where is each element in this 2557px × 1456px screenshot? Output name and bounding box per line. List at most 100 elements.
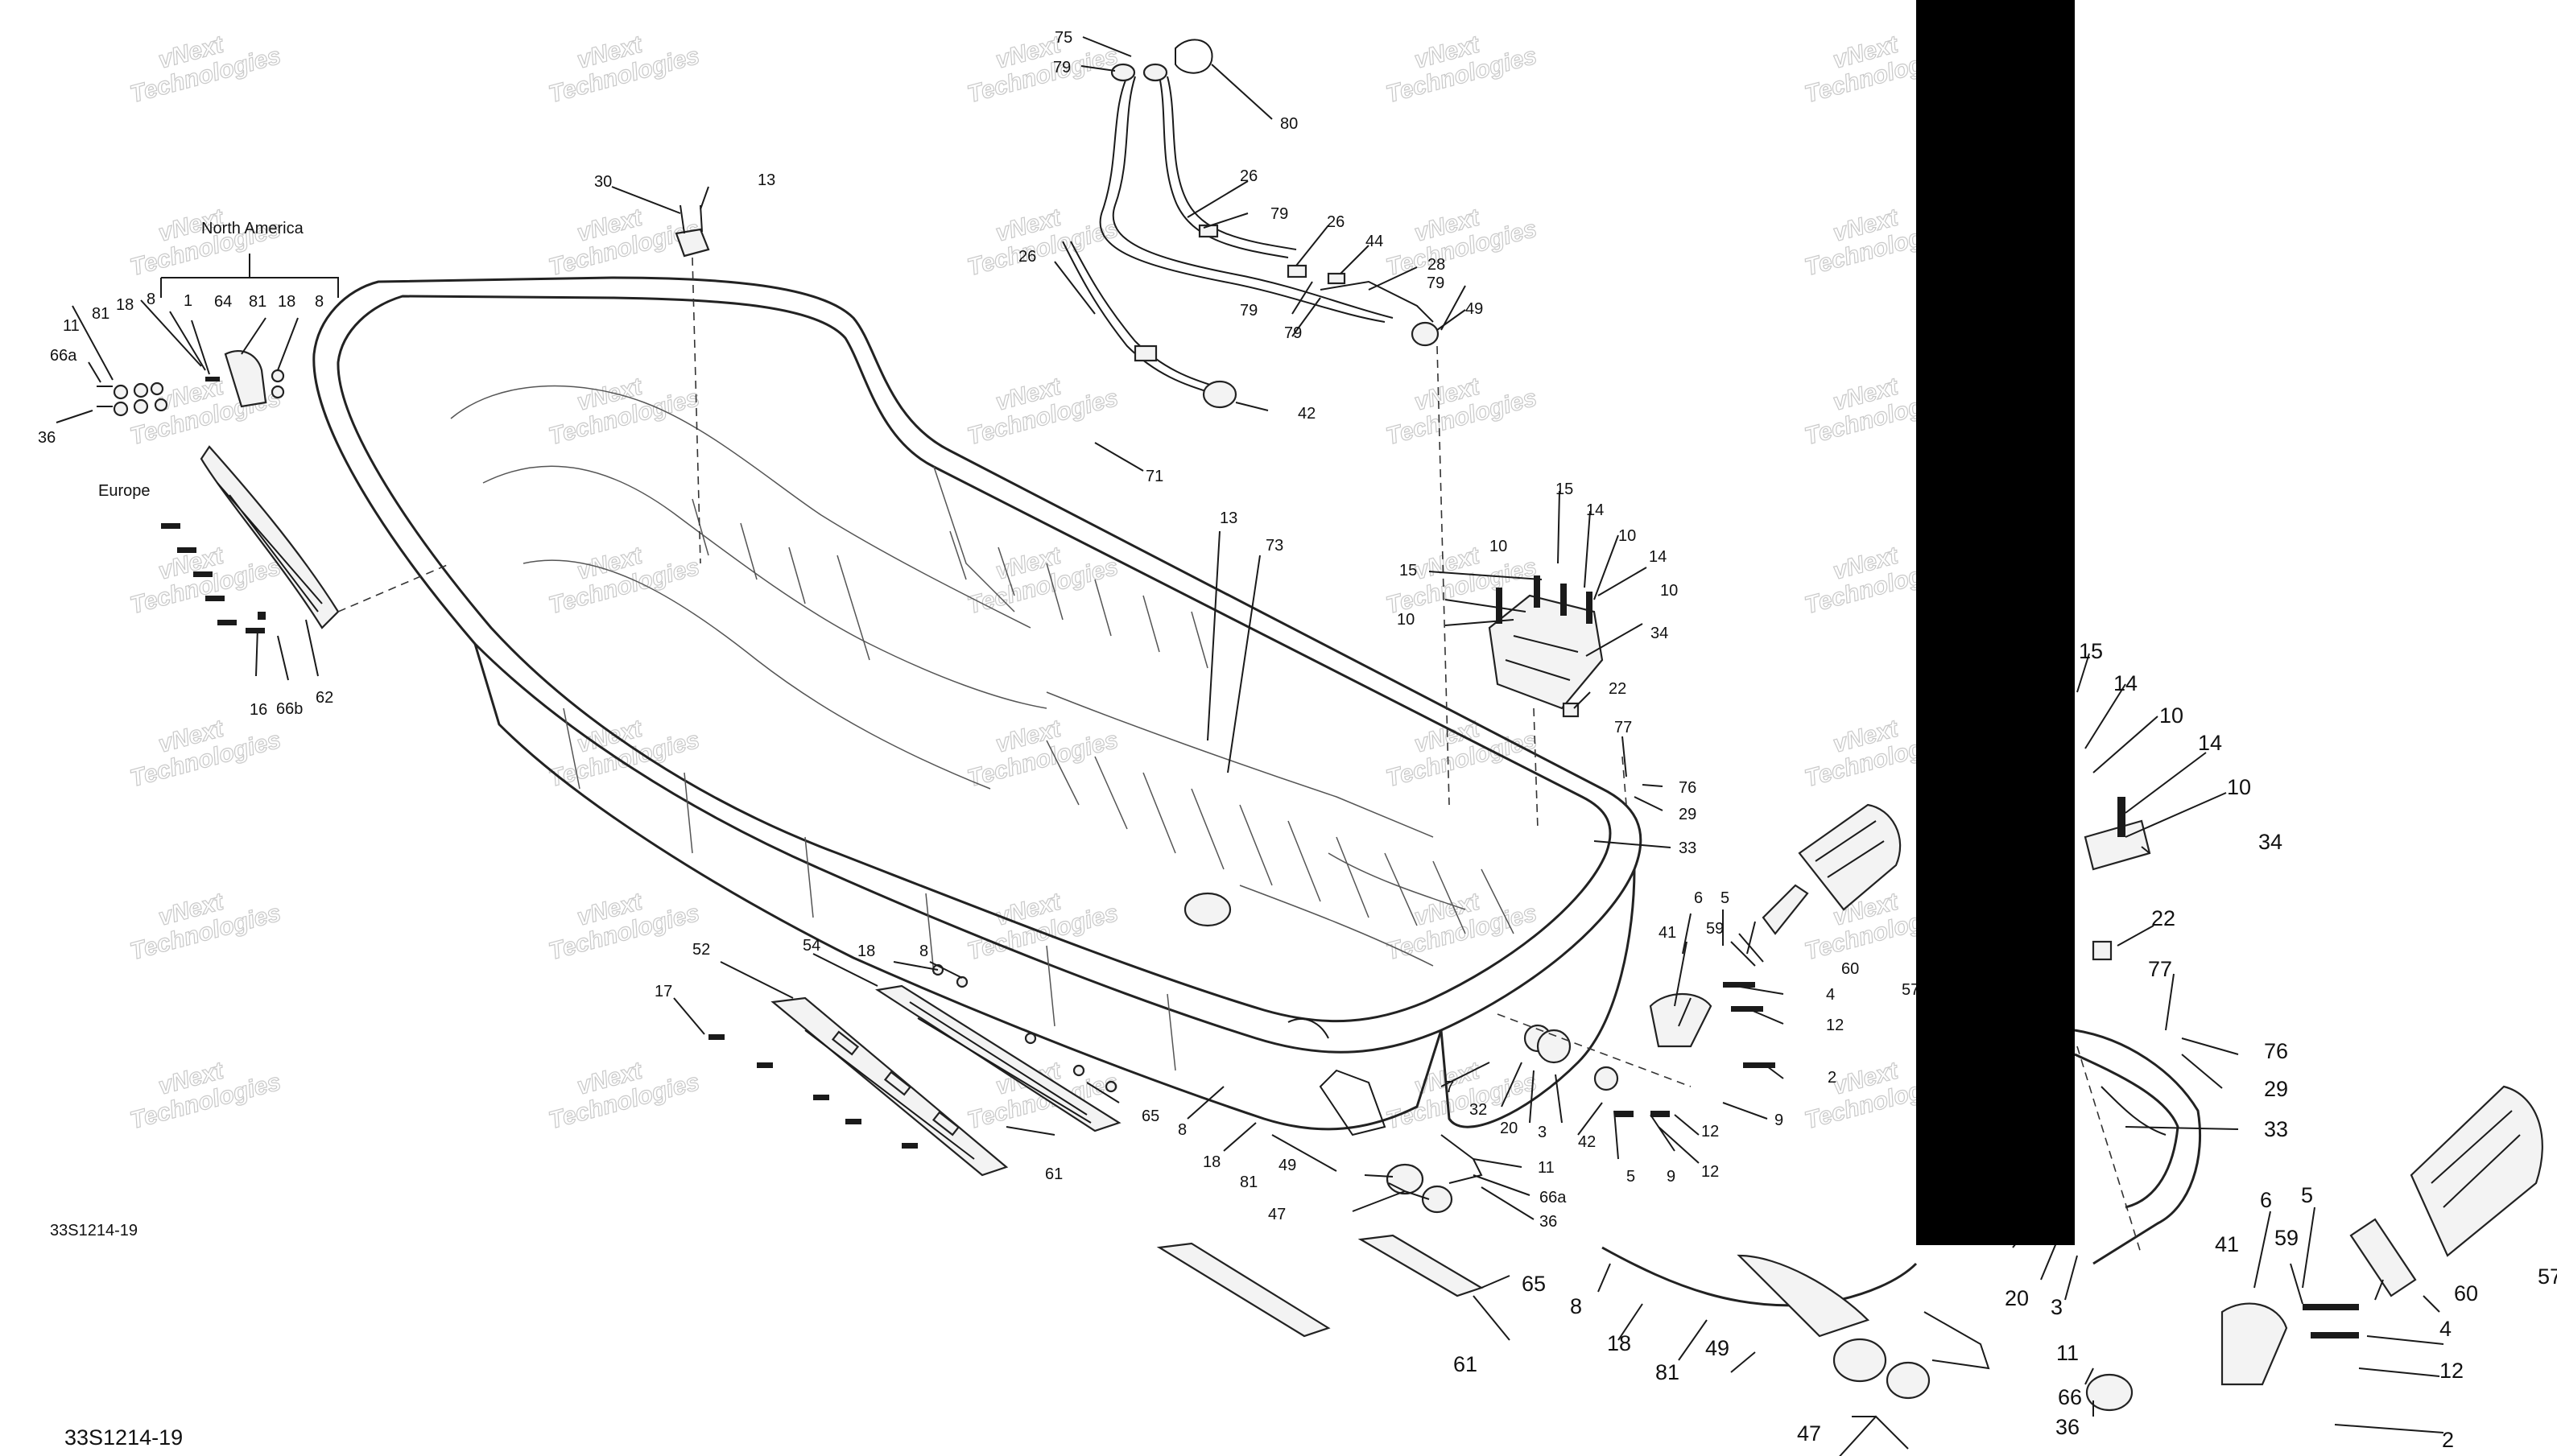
callout-79: 79 [1240,302,1258,320]
front-bumper-assembly [97,254,452,633]
callout-4: 4 [1826,986,1835,1004]
callout-32: 32 [1469,1101,1487,1119]
fastener-row-16 [161,523,266,633]
zoom-plug-49 [1832,1338,1887,1383]
callout-10: 10 [1397,611,1415,629]
callout-59: 59 [2274,1226,2299,1250]
callout-60: 60 [1841,960,1859,978]
callout-33: 33 [1679,839,1696,857]
callout-81: 81 [249,293,266,311]
callout-75: 75 [1055,29,1072,47]
callout-17: 17 [655,983,672,1000]
callout-79: 79 [1053,59,1071,76]
bow-eye-hardware [97,369,285,417]
callout-labels-main: 75 79 80 30 13 26 79 26 26 44 28 79 79 7… [38,29,1919,1231]
callout-79: 79 [1284,324,1302,342]
callout-18: 18 [116,296,134,314]
zoom-nut-22 [2092,940,2113,961]
boarding-step-57 [1798,803,1902,911]
callout-15: 15 [1399,562,1417,580]
zoom-sponson-65 [1357,1234,1484,1297]
diagram-reference-code: 33S1214-19 [50,1222,138,1239]
fitting-49 [1411,321,1440,347]
callout-36: 36 [2055,1415,2080,1439]
hull-outer-outline [312,276,1642,1054]
zoom-handle-11 [1923,1311,1990,1370]
callout-18: 18 [278,293,295,311]
callout-10: 10 [1618,527,1636,545]
callout-66b: 66b [276,700,303,718]
leader-lines [56,36,1784,1220]
callout-66a: 66a [1539,1189,1567,1206]
callout-34: 34 [2258,830,2282,854]
callout-76: 76 [2264,1039,2288,1063]
callout-15: 15 [1555,481,1573,498]
callout-30: 30 [594,173,612,191]
region-label-north-america: North America [201,220,304,237]
callout-66: 66 [2058,1385,2082,1409]
callout-8: 8 [147,291,155,308]
callout-14: 14 [2113,671,2138,695]
callout-11: 11 [2056,1341,2079,1365]
sponson-fasteners [708,963,1117,1149]
callout-47: 47 [1797,1421,1821,1446]
fitting-79 [1198,224,1219,238]
drain-plug-49 [1386,1163,1424,1195]
callout-13: 13 [1220,509,1237,527]
diagram-reference-code-zoomed: 33S1214-19 [64,1425,183,1450]
callout-18: 18 [1607,1331,1631,1355]
fitting-79b [1134,344,1158,362]
callout-12: 12 [1701,1163,1719,1181]
drain-plug-47 [1421,1185,1453,1214]
callout-81: 81 [92,305,109,323]
bracket-30 [675,204,710,564]
callout-64: 64 [214,293,232,311]
zoomed-detail [1156,797,2543,1412]
callout-81: 81 [1655,1360,1679,1384]
callout-10: 10 [2227,775,2251,799]
callout-22: 22 [2151,906,2175,930]
callout-79: 79 [1270,205,1288,223]
harness-assembly [1062,39,1450,806]
callout-14: 14 [2198,731,2222,755]
callout-61: 61 [1453,1352,1477,1376]
callout-8: 8 [1570,1294,1582,1318]
callout-47: 47 [1268,1206,1286,1223]
callout-29: 29 [2264,1077,2288,1101]
hull-transom [1440,868,1636,1128]
callout-6: 6 [1694,889,1703,907]
callout-66a: 66a [50,347,77,365]
nut-22 [1562,702,1580,718]
sponson-52 [770,996,1009,1177]
callout-29: 29 [1679,806,1696,823]
callout-76: 76 [1679,779,1696,797]
callout-22: 22 [1609,680,1626,698]
zoom-plug-47 [1886,1361,1931,1400]
callout-28: 28 [1427,256,1445,274]
zoom-sponson [1156,1242,1331,1338]
callout-42: 42 [1578,1133,1596,1151]
hull-inner-rim [337,295,1612,1023]
hose-loop-80 [1175,39,1213,74]
handle-11 [1440,1134,1483,1184]
callout-77: 77 [2148,957,2172,981]
callout-41: 41 [2215,1232,2239,1256]
callout-36: 36 [1539,1213,1557,1231]
callout-26: 26 [1240,167,1258,185]
callout-49: 49 [1278,1157,1296,1174]
callout-62: 62 [316,689,333,707]
callout-81: 81 [1240,1173,1258,1191]
callout-12: 12 [1701,1123,1719,1140]
hose-connector [1142,63,1168,82]
callout-49: 49 [1705,1336,1729,1360]
callout-2: 2 [2442,1428,2454,1452]
callout-15: 15 [2079,639,2103,663]
callout-36: 36 [38,429,56,447]
callout-18: 18 [857,942,875,960]
fitting-44 [1327,272,1346,285]
callout-10: 10 [2159,703,2183,728]
callout-33: 33 [2264,1117,2288,1141]
callout-14: 14 [1586,501,1604,519]
callout-20: 20 [1500,1120,1518,1137]
callout-34: 34 [1650,625,1668,642]
